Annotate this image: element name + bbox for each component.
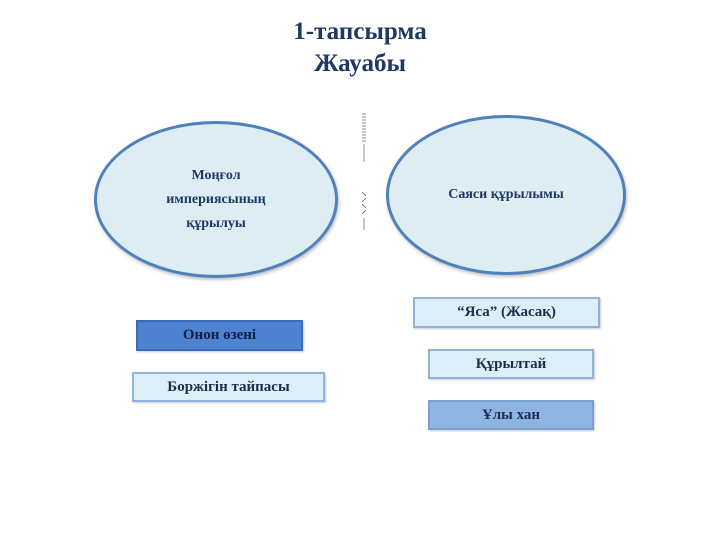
onon-river-label: Онон өзені [182, 327, 257, 343]
borjigin-tribe-label: Боржігін тайпасы [167, 378, 290, 395]
mongol-empire-ellipse: Моңғол империясының құрылуы [94, 121, 338, 278]
borjigin-tribe-box: Боржігін тайпасы [132, 372, 325, 402]
ellipse-left-line-1: Моңғол [191, 167, 241, 183]
ellipse-right-label: Саяси құрылымы [448, 187, 564, 202]
ellipse-left-line-3: құрылуы [186, 215, 246, 231]
kurultai-label: Құрылтай [475, 355, 547, 372]
ellipse-left-line-2: империясының [166, 191, 266, 207]
slide-title: 1-тапсырма Жауабы [0, 16, 720, 80]
title-line-2: Жауабы [313, 50, 407, 77]
political-structure-ellipse: Саяси құрылымы [386, 115, 626, 275]
great-khan-box: Ұлы хан [428, 400, 594, 430]
yasa-label: “Яса” (Жасақ) [457, 304, 556, 320]
yasa-box: “Яса” (Жасақ) [413, 297, 600, 328]
onon-river-box: Онон өзені [136, 320, 303, 351]
divider-mark [361, 113, 367, 230]
kurultai-box: Құрылтай [428, 349, 594, 379]
title-line-1: 1-тапсырма [293, 18, 427, 45]
great-khan-label: Ұлы хан [481, 406, 541, 423]
